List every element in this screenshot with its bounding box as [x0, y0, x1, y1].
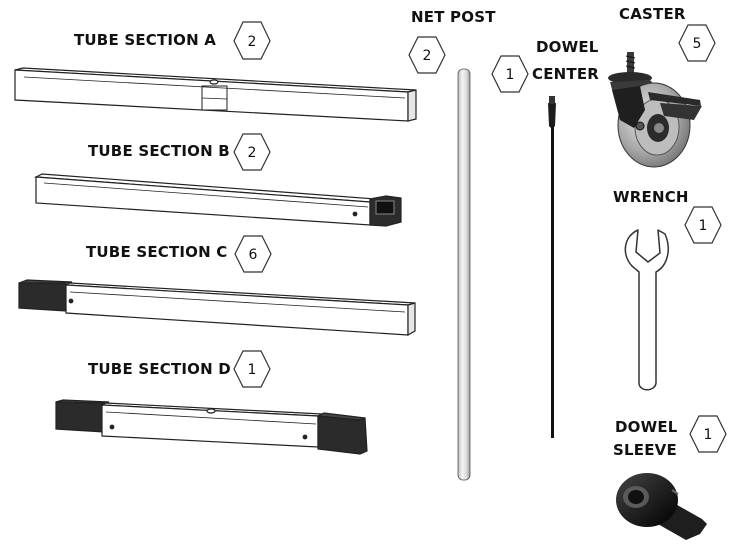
qty-net-post: 2	[423, 48, 432, 64]
qty-hexagon-dowel-center: 1	[491, 55, 529, 93]
caster-label: CASTER	[619, 5, 686, 23]
qty-tube-c: 6	[249, 247, 258, 263]
qty-hexagon-caster: 5	[678, 24, 716, 62]
dowel-sleeve-label-line2: SLEEVE	[613, 441, 677, 459]
qty-hexagon-wrench: 1	[684, 206, 722, 244]
qty-hexagon-tube-a: 2	[233, 21, 271, 60]
tube-section-c	[18, 279, 416, 337]
qty-tube-b: 2	[248, 145, 257, 161]
tube-section-c-label: TUBE SECTION C	[86, 243, 228, 261]
dowel-sleeve	[616, 473, 707, 540]
qty-tube-d: 1	[248, 362, 257, 378]
net-post-label: NET POST	[411, 8, 496, 26]
qty-wrench: 1	[699, 218, 708, 234]
tube-section-b	[33, 173, 402, 227]
tube-section-a-label: TUBE SECTION A	[74, 31, 217, 49]
tube-section-d	[55, 399, 368, 455]
wrench	[624, 229, 669, 391]
qty-hexagon-dowel-sleeve: 1	[689, 415, 727, 453]
tube-section-d-label: TUBE SECTION D	[88, 360, 231, 378]
qty-hexagon-tube-b: 2	[233, 133, 271, 171]
qty-dowel-center: 1	[506, 67, 515, 83]
net-post	[457, 68, 471, 481]
qty-dowel-sleeve: 1	[704, 427, 713, 443]
tube-section-a	[14, 67, 417, 122]
qty-hexagon-net-post: 2	[408, 36, 446, 74]
caster	[608, 52, 702, 168]
wrench-label: WRENCH	[613, 188, 689, 206]
dowel-center-label-line2: CENTER	[532, 65, 600, 83]
dowel-center	[548, 96, 556, 438]
dowel-sleeve-label-line1: DOWEL	[615, 418, 678, 436]
dowel-center-label-line1: DOWEL	[536, 38, 599, 56]
tube-section-b-label: TUBE SECTION B	[88, 142, 230, 160]
qty-hexagon-tube-c: 6	[234, 235, 272, 273]
qty-hexagon-tube-d: 1	[233, 350, 271, 388]
qty-tube-a: 2	[248, 34, 257, 50]
qty-caster: 5	[693, 36, 702, 52]
